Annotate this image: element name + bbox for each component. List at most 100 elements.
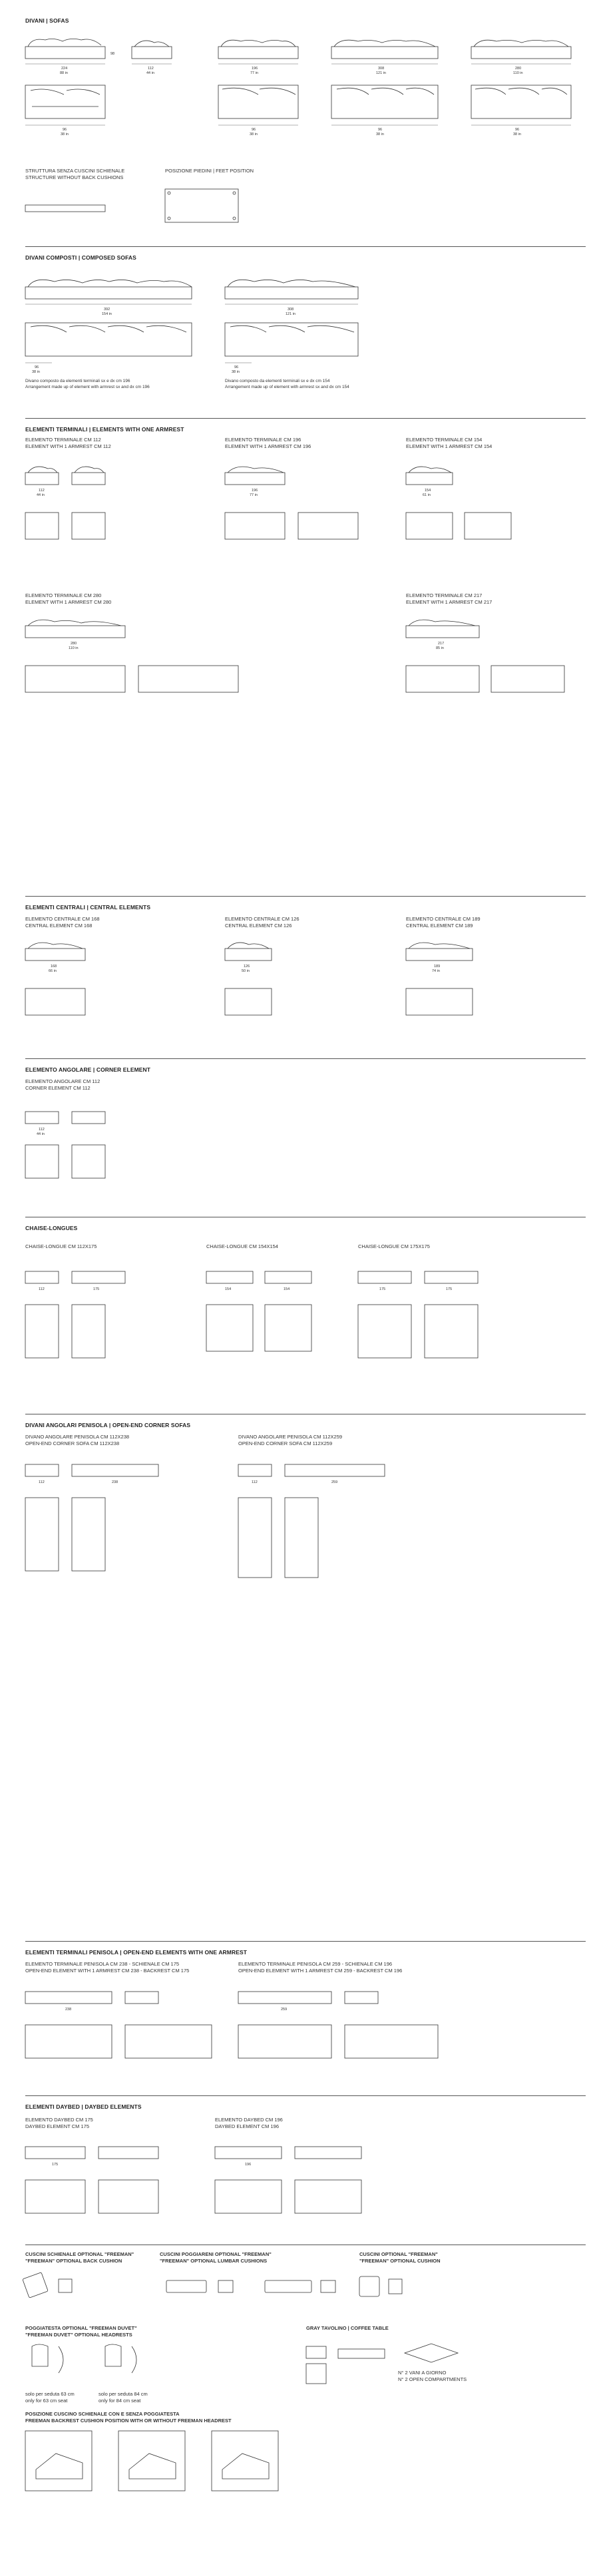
dim-sofa-4-d: 96 [378, 128, 382, 132]
composed-drawings: 392 154 in 96 38 in 308 121 in 96 38 in [25, 279, 359, 374]
section-divider [25, 246, 586, 247]
dim-chaise-3-d: 175 [446, 1287, 452, 1291]
openend-1-en: OPEN-END CORNER SOFA CM 112X238 [25, 1440, 120, 1446]
dim-composed-2-w: 308 [288, 308, 294, 312]
headrest-note-1-it: solo per seduta 63 cm [25, 2391, 75, 2397]
dim-openend-2-w: 259 [331, 1480, 337, 1484]
daybed-2-it: ELEMENTO DAYBED CM 196 [215, 2117, 283, 2123]
terminal-pen-2-it: ELEMENTO TERMINALE PENISOLA CM 259 - SCH… [238, 1961, 393, 1967]
section-title-terminal-pen: ELEMENTI TERMINALI PENISOLA | OPEN-END E… [25, 1949, 248, 1956]
section-title-daybed: ELEMENTI DAYBED | DAYBED ELEMENTS [25, 2103, 142, 2110]
openend-2-it: DIVANO ANGOLARE PENISOLA CM 112X259 [238, 1434, 343, 1440]
optional-cushion-en: "FREEMAN" OPTIONAL CUSHION [359, 2258, 441, 2264]
lumbar-cushion-en: "FREEMAN" OPTIONAL LUMBAR CUSHIONS [160, 2258, 268, 2264]
headrest-table-drawings [31, 2343, 459, 2384]
dim-composed-2-d: 96 [234, 365, 238, 369]
back-cushion-it: CUSCINI SCHIENALE OPTIONAL "FREEMAN" [25, 2251, 134, 2257]
position-drawings [25, 2430, 279, 2491]
dim-terminal-1-w: 112 [39, 489, 45, 493]
dim-central-1-w: 168 [51, 965, 57, 968]
dim-terminal-3-w: 154 [425, 489, 431, 493]
terminal-5-en: ELEMENT WITH 1 ARMREST CM 217 [406, 599, 492, 605]
central-2-en: CENTRAL ELEMENT CM 126 [225, 923, 292, 929]
composed-note-1-it: Divano composto da elementi terminali sx… [25, 379, 130, 383]
dim-terminal-5-w: 217 [438, 642, 444, 646]
dim-central-3-w: 189 [434, 965, 440, 968]
optional-cushion-it: CUSCINI OPTIONAL "FREEMAN" [359, 2251, 438, 2257]
dim-sofa-3-d: 96 [252, 128, 256, 132]
lumbar-cushion-it: CUSCINI POGGIARENI OPTIONAL "FREEMAN" [160, 2251, 272, 2257]
chaise-drawings: 112 175 154 154 175 175 [25, 1271, 479, 1359]
dim-sofa-3-w-in: 77 in [250, 71, 258, 75]
openend-2-en: OPEN-END CORNER SOFA CM 112X259 [238, 1440, 333, 1446]
dim-openend-2-d: 112 [252, 1480, 258, 1484]
dim-sofa-2-w: 112 [148, 67, 154, 71]
dim-openend-1-w: 238 [112, 1480, 118, 1484]
terminal-3-it: ELEMENTO TERMINALE CM 154 [406, 437, 483, 443]
structure-feet-drawings [25, 188, 239, 223]
headrest-note-2-en: only for 84 cm seat [98, 2398, 141, 2404]
terminal-pen-1-en: OPEN-END ELEMENT WITH 1 ARMREST CM 238 -… [25, 1968, 190, 1974]
dim-chaise-1-d: 175 [93, 1287, 99, 1291]
section-divider [25, 1058, 586, 1059]
headrest-en: "FREEMAN DUVET" OPTIONAL HEADRESTS [25, 2332, 132, 2338]
table-note-it: N° 2 VANI A GIORNO [398, 2370, 447, 2376]
section-divider [25, 896, 586, 897]
terminal-drawings-row-2: 280 110 in 217 85 in [25, 619, 565, 693]
dim-daybed-2-w: 196 [245, 2163, 251, 2167]
dim-central-2-w: 126 [244, 965, 250, 968]
dim-composed-1-d: 96 [35, 365, 39, 369]
headrest-note-2-it: solo per seduta 84 cm [98, 2391, 148, 2397]
terminal-pen-drawings: 238 259 [25, 1991, 439, 2059]
headrest-note-1-en: only for 63 cm seat [25, 2398, 68, 2404]
structure-note-it: STRUTTURA SENZA CUSCINI SCHIENALE [25, 168, 125, 174]
dim-terminal-2-w: 196 [252, 489, 258, 493]
dim-composed-1-w: 392 [104, 308, 110, 312]
structure-note-en: STRUCTURE WITHOUT BACK CUSHIONS [25, 174, 124, 180]
section-title-terminal: ELEMENTI TERMINALI | ELEMENTS WITH ONE A… [25, 426, 184, 433]
dim-terminal-4-w-in: 110 in [69, 646, 79, 650]
dim-terminal-pen-2-w: 259 [281, 2008, 287, 2012]
dim-composed-2-d-in: 38 in [232, 370, 240, 374]
corner-it: ELEMENTO ANGOLARE CM 112 [25, 1078, 100, 1084]
dim-chaise-2-d: 154 [284, 1287, 290, 1291]
cushion-drawings [22, 2272, 403, 2298]
corner-en: CORNER ELEMENT CM 112 [25, 1085, 91, 1091]
dim-central-3-w-in: 74 in [432, 969, 440, 973]
dim-sofa-1-d-in: 38 in [61, 132, 69, 136]
dim-sofa-1-d: 96 [63, 128, 67, 132]
table-note-en: N° 2 OPEN COMPARTMENTS [398, 2376, 467, 2382]
back-cushion-en: "FREEMAN" OPTIONAL BACK CUSHION [25, 2258, 122, 2264]
section-divider [25, 418, 586, 419]
dim-daybed-1-w: 175 [52, 2163, 58, 2167]
dim-sofa-1-h: 98 [110, 52, 114, 56]
terminal-pen-2-en: OPEN-END ELEMENT WITH 1 ARMREST CM 259 -… [238, 1968, 403, 1974]
dim-central-2-w-in: 50 in [242, 969, 250, 973]
daybed-drawings: 175 196 [25, 2146, 362, 2214]
section-title-corner: ELEMENTO ANGOLARE | CORNER ELEMENT [25, 1066, 151, 1073]
terminal-2-en: ELEMENT WITH 1 ARMREST CM 196 [225, 443, 311, 449]
dim-terminal-2-w-in: 77 in [250, 493, 258, 497]
section-title-central: ELEMENTI CENTRALI | CENTRAL ELEMENTS [25, 904, 151, 911]
dim-sofa-4-d-in: 38 in [376, 132, 384, 136]
dim-sofa-3-w: 196 [252, 67, 258, 71]
terminal-drawings-row-1: 112 44 in 196 77 in 154 61 in [25, 466, 512, 540]
dim-sofa-4-w-in: 121 in [376, 71, 386, 75]
dim-chaise-3-w: 175 [379, 1287, 385, 1291]
terminal-1-en: ELEMENT WITH 1 ARMREST CM 112 [25, 443, 111, 449]
dim-terminal-3-w-in: 61 in [423, 493, 431, 497]
daybed-2-en: DAYBED ELEMENT CM 196 [215, 2123, 280, 2129]
corner-drawings: 112 44 in [25, 1111, 106, 1179]
dim-sofa-4-w: 308 [378, 67, 384, 71]
section-title-openend: DIVANI ANGOLARI PENISOLA | OPEN-END CORN… [25, 1422, 191, 1428]
section-divider [25, 2095, 586, 2096]
central-3-it: ELEMENTO CENTRALE CM 189 [406, 916, 481, 922]
dim-composed-2-w-in: 121 in [286, 312, 295, 316]
position-note-it: POSIZIONE CUSCINO SCHIENALE CON E SENZA … [25, 2411, 180, 2417]
daybed-1-en: DAYBED ELEMENT CM 175 [25, 2123, 90, 2129]
sofa-drawings: 224 88 in 98 96 38 in 112 44 in 196 77 i… [25, 39, 572, 136]
dim-terminal-1-w-in: 44 in [37, 493, 45, 497]
section-divider [25, 1941, 586, 1942]
dim-sofa-5-d: 96 [515, 128, 519, 132]
